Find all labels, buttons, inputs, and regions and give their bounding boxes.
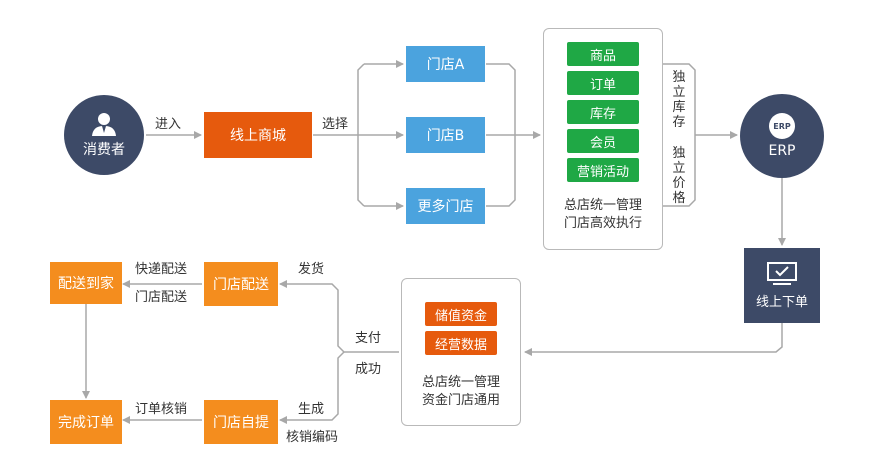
hq-item-marketing: 营销活动 xyxy=(567,158,639,182)
erp-badge-text: ERP xyxy=(773,121,791,131)
store-a-node: 门店A xyxy=(406,46,485,82)
edge-fund-pickup xyxy=(279,351,345,424)
label-ship: 发货 xyxy=(298,262,325,277)
hq-caption-line-2: 门店高效执行 xyxy=(563,216,642,231)
label-verify-code: 核销编码 xyxy=(286,430,339,445)
label-pay: 支付 xyxy=(355,331,382,346)
hq-item-goods: 商品 xyxy=(567,42,639,66)
fund-caption-line-1: 总店统一管理 xyxy=(421,375,500,390)
label-enter: 进入 xyxy=(155,117,182,132)
more-stores-node: 更多门店 xyxy=(406,188,485,224)
label-independent-stock: 独立库存 xyxy=(672,70,686,130)
erp-badge-icon: ERP xyxy=(769,113,795,139)
home-delivery-node: 配送到家 xyxy=(50,262,122,304)
online-order-label: 线上下单 xyxy=(755,294,808,310)
consumer-label: 消费者 xyxy=(83,141,125,158)
label-success: 成功 xyxy=(355,362,382,377)
store-delivery-node: 门店配送 xyxy=(204,262,278,306)
hq-caption-line-1: 总店统一管理 xyxy=(563,198,642,213)
fund-caption-line-2: 资金门店通用 xyxy=(421,393,500,408)
hq-item-members: 会员 xyxy=(567,129,639,153)
edge-fund-split xyxy=(279,280,399,353)
fund-management-panel: 储值资金 经营数据 总店统一管理 资金门店通用 xyxy=(401,278,521,426)
complete-order-node: 完成订单 xyxy=(50,400,122,444)
erp-label: ERP xyxy=(768,143,796,159)
store-pickup-node: 门店自提 xyxy=(204,400,278,444)
label-select: 选择 xyxy=(322,117,349,132)
store-b-node: 门店B xyxy=(406,117,485,153)
label-independent-price: 独立价格 xyxy=(672,146,686,206)
label-order-verify: 订单核销 xyxy=(135,402,188,417)
hq-management-panel: 商品 订单 库存 会员 营销活动 总店统一管理 门店高效执行 xyxy=(543,28,663,250)
erp-node: ERP ERP xyxy=(740,94,824,178)
hq-item-orders: 订单 xyxy=(567,71,639,95)
hq-item-inventory: 库存 xyxy=(567,100,639,124)
label-express-delivery: 快递配送 xyxy=(135,262,188,277)
label-store-delivery: 门店配送 xyxy=(135,290,188,305)
online-order-node: 线上下单 xyxy=(744,248,820,323)
consumer-node: 消费者 xyxy=(64,95,144,175)
user-icon xyxy=(92,112,116,136)
fund-item-business-data: 经营数据 xyxy=(425,331,497,355)
fund-item-stored-value: 储值资金 xyxy=(425,302,497,326)
monitor-check-icon xyxy=(767,261,797,285)
edge-order-fund xyxy=(524,323,783,356)
online-mall-node: 线上商城 xyxy=(204,112,312,158)
label-generate: 生成 xyxy=(298,402,325,417)
